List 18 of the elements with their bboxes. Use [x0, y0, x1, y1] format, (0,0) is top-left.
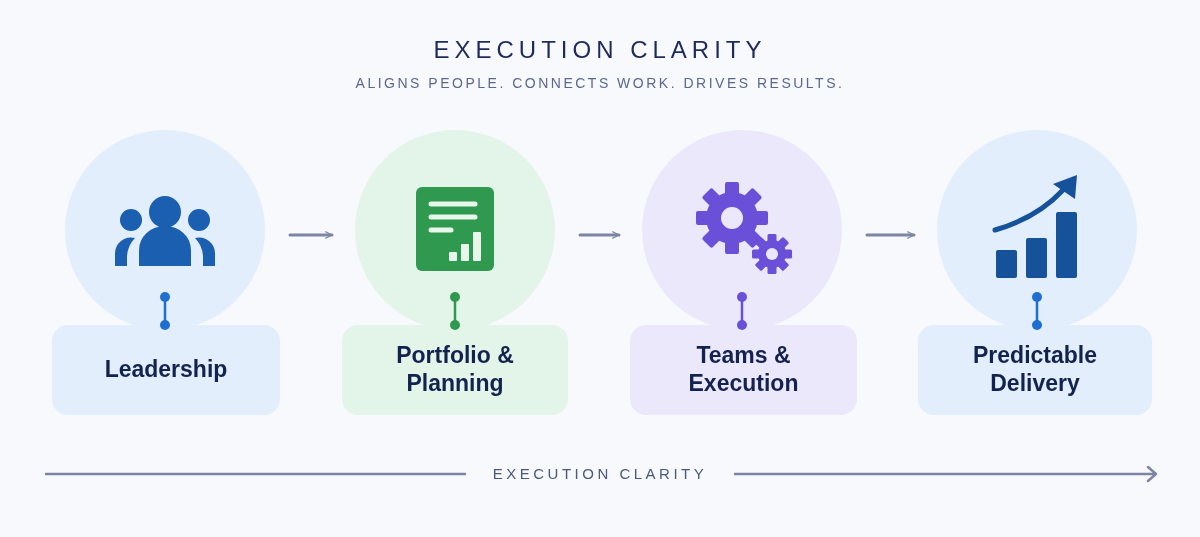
arrow [578, 231, 621, 239]
dot-connector [737, 292, 747, 330]
label-card [630, 325, 857, 415]
dot-connector [1032, 292, 1042, 330]
arrow [288, 231, 334, 239]
arrow [865, 231, 916, 239]
dot-connector [450, 292, 460, 330]
axis-label: EXECUTION CLARITY [491, 465, 709, 482]
title: EXECUTION CLARITY [432, 36, 768, 64]
step-label: Portfolio & Planning [395, 342, 515, 398]
label-card [342, 325, 568, 415]
label-card [918, 325, 1152, 415]
dot-connector [160, 292, 170, 330]
step-label: Leadership [104, 356, 228, 384]
label-card [52, 325, 280, 415]
step-label: Teams & Execution [687, 342, 800, 398]
subtitle: ALIGNS PEOPLE. CONNECTS WORK. DRIVES RESULTS. [354, 75, 846, 91]
step-label: Predictable Delivery [972, 342, 1098, 398]
